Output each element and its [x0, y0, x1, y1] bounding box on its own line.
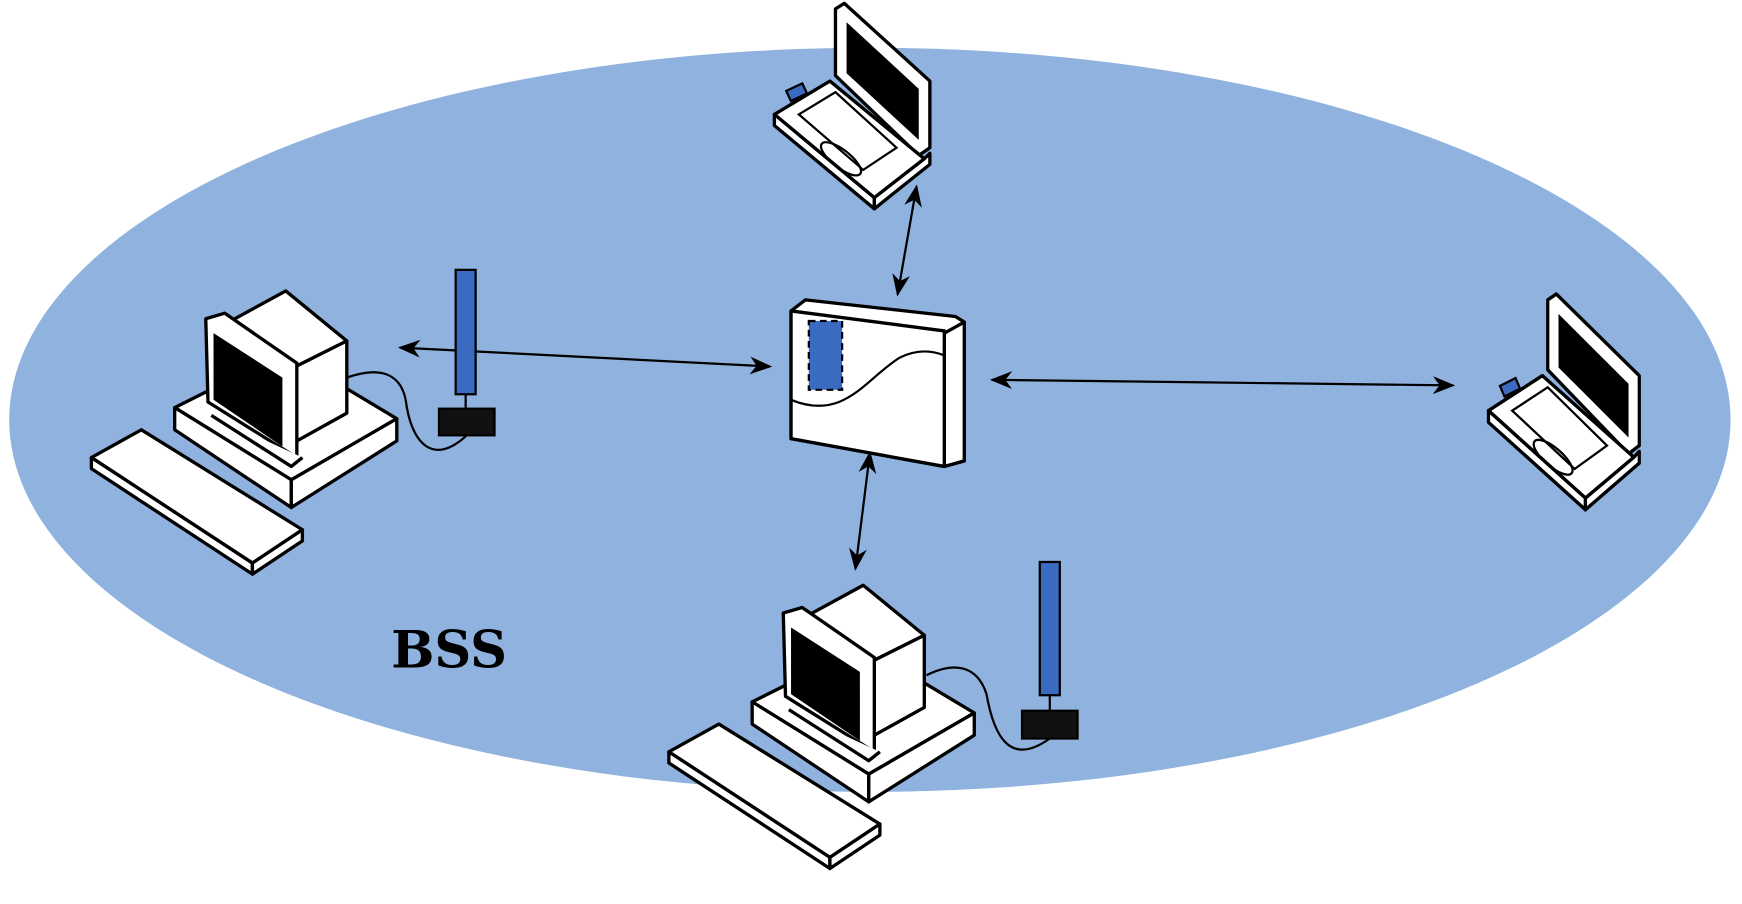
bss-label: BSS	[391, 620, 507, 680]
access-point-icon	[789, 298, 966, 469]
link-ap-laptop-top	[892, 184, 922, 297]
antenna-icon	[926, 560, 1079, 751]
antenna-icon	[346, 268, 496, 451]
link-ap-desktop-bottom	[849, 450, 877, 571]
link-ap-laptop-right	[989, 371, 1456, 395]
